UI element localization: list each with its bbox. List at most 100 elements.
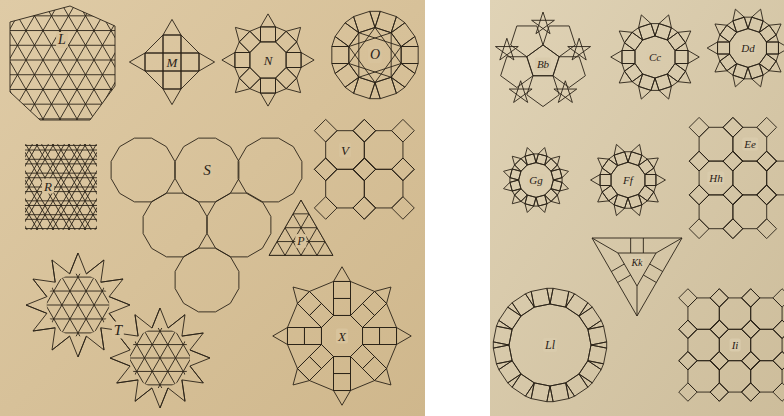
tile-edge [235, 42, 250, 53]
tile-edge [0, 236, 460, 237]
tile-edge [53, 0, 453, 416]
tile-edge [568, 38, 591, 60]
tile-edge [710, 383, 728, 401]
tile-edge [317, 0, 717, 416]
tile-edge [0, 0, 221, 416]
tile-edge [239, 31, 260, 52]
tile-edge [0, 380, 461, 381]
tile-edge [238, 138, 302, 202]
tile-edge [207, 193, 271, 257]
tile-edge [168, 315, 185, 328]
tile-edge [0, 0, 381, 416]
tile-edge [727, 64, 737, 75]
tile-edge [169, 132, 569, 416]
tile-edge [643, 275, 656, 283]
tile-edge [0, 411, 560, 412]
tile-edge [257, 0, 657, 416]
tile-edge [0, 0, 60, 416]
tile-edge [175, 248, 239, 312]
tile-edge [329, 0, 729, 416]
lattice [0, 0, 643, 416]
tile-edge [230, 0, 630, 416]
tile-edge [123, 106, 523, 416]
tile-edge [532, 12, 555, 34]
tile-edge [0, 166, 93, 416]
tile-edge [0, 0, 18, 267]
tile-edge [181, 71, 199, 89]
tile-edge [0, 0, 341, 416]
tile-edge [1, 0, 401, 416]
tile-edge [0, 0, 365, 416]
tile-edge [125, 0, 525, 416]
tile-edge [0, 0, 242, 416]
tile-edge [547, 386, 553, 402]
tile-edge [0, 0, 72, 416]
tile-edge [723, 185, 743, 205]
tile-edge [173, 21, 573, 416]
tile-edge [769, 61, 781, 72]
tile-edge [0, 133, 460, 134]
tile-edge [146, 0, 546, 416]
figure-letter: Ff [621, 174, 635, 187]
tile-edge [205, 0, 605, 344]
tile-edge [0, 200, 701, 201]
tile-edge [0, 0, 302, 416]
tile-edge [241, 0, 641, 416]
tile-edge [314, 158, 337, 181]
tile-edge [305, 0, 705, 416]
tile-edge [0, 269, 701, 270]
tile-edge [0, 92, 221, 416]
tile-edge [679, 352, 697, 370]
tile-edge [141, 0, 541, 244]
tile-edge [639, 86, 651, 99]
tile-edge [0, 354, 460, 355]
tile-edge [0, 28, 399, 416]
tile-edge [0, 346, 478, 347]
tile-edge [622, 43, 635, 51]
tile-edge [0, 360, 478, 361]
tile-edge [64, 0, 464, 416]
tile-edge [65, 0, 465, 416]
tile-edge [0, 18, 348, 416]
tile-edge [363, 303, 397, 327]
tile-edge [0, 0, 213, 416]
tile-edge [543, 26, 575, 57]
tile-edge [0, 7, 193, 416]
tile-edge [0, 305, 478, 306]
tile-edge [243, 0, 643, 416]
tile-edge [301, 53, 314, 68]
tile-edge [287, 328, 304, 345]
tile-edge [689, 151, 709, 171]
tile-edge [0, 0, 324, 370]
tile-edge [35, 0, 435, 416]
large-polygon-ring [493, 288, 606, 401]
tile-edge [0, 0, 369, 416]
tile-edge [168, 126, 568, 416]
tile-edge [0, 0, 247, 399]
tile-edge [197, 0, 597, 416]
tile-edge [667, 74, 678, 86]
tile-edge [185, 28, 585, 416]
tile-edge [115, 0, 515, 416]
tile-edge [0, 0, 65, 416]
tile-edge [0, 77, 72, 416]
tile-edge [757, 185, 777, 205]
tile-edge [0, 338, 701, 339]
tile-edge [0, 0, 341, 416]
tile-edge [121, 0, 521, 393]
figure-letter: Cc [647, 51, 663, 64]
tile-edge [47, 0, 447, 416]
lattice-figure [0, 0, 643, 416]
tile-edge [632, 28, 643, 40]
tile-edge [659, 15, 671, 28]
tile-edge [47, 56, 447, 416]
tile-edge [146, 119, 546, 416]
tile-edge [77, 0, 477, 416]
tile-edge [329, 0, 729, 415]
tile-edge [113, 0, 513, 388]
tile-edge [341, 0, 741, 408]
tile-edge [0, 0, 137, 416]
tile-edge [204, 153, 604, 416]
tile-edge [0, 25, 469, 26]
